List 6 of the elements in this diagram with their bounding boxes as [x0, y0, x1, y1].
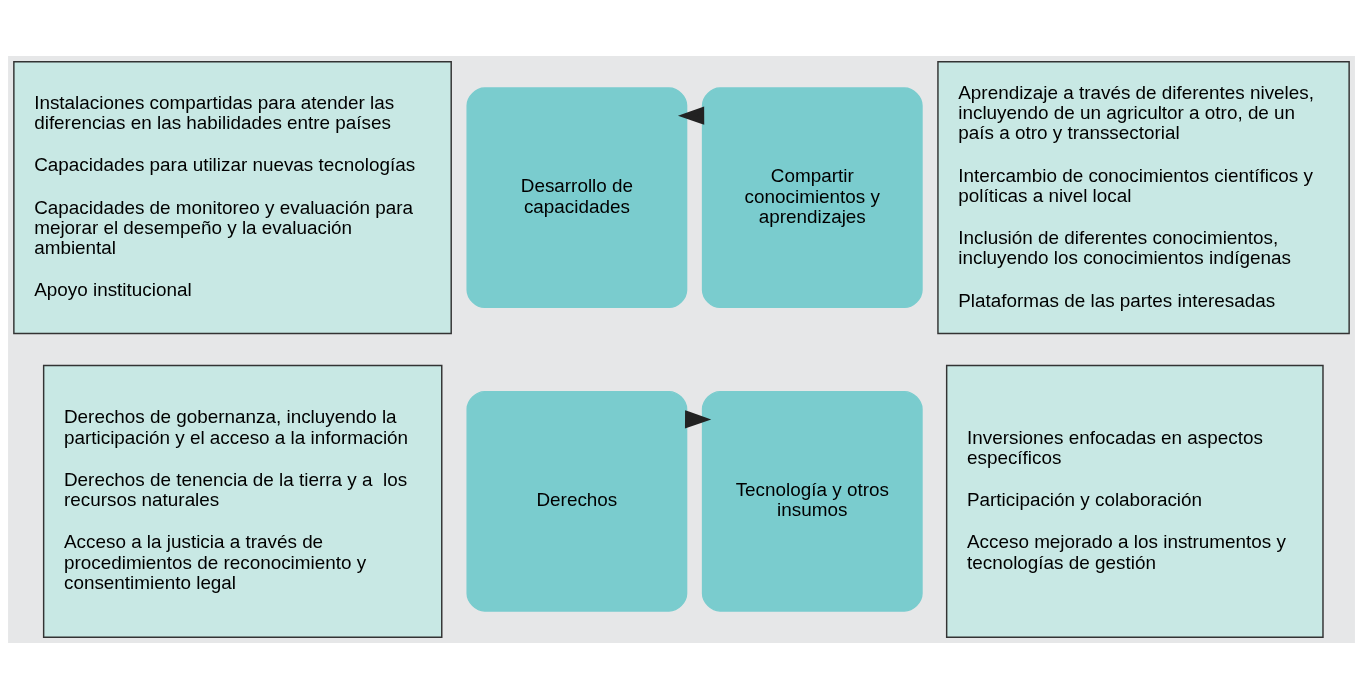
node-box: Aprendizaje a través de diferentes niveles, incluyendo de un agricultor a otro, de un país a otro y transsectorial Intercambio de conocimientos científicos y políticas a nivel local Inclusión de diferentes conocimientos, incluyendo los conocimientos indígenas Plataformas de las partes interesadas — [937, 60, 1350, 334]
node-box: Tecnología y otros insumos — [701, 390, 923, 612]
node-box: Instalaciones compartidas para atender las diferencias en las habilidades entre países Capacidades para utilizar nuevas tecnologías Capacidades de monitoreo y evaluación para mejorar el desempeño y la evaluación ambiental Apoyo institucional — [13, 60, 452, 334]
node-box: Desarrollo de capacidades — [466, 86, 688, 308]
node-box: Inversiones enfocadas en aspectos específicos Participación y colaboración Acceso mejorado a los instrumentos y tecnologías de gestión — [945, 364, 1324, 638]
node-box: Derechos de gobernanza, incluyendo la participación y el acceso a la información Derechos de tenencia de la tierra y a los recursos naturales Acceso a la justicia a través de procedimientos de reconocimiento y consentimiento legal — [42, 364, 443, 638]
